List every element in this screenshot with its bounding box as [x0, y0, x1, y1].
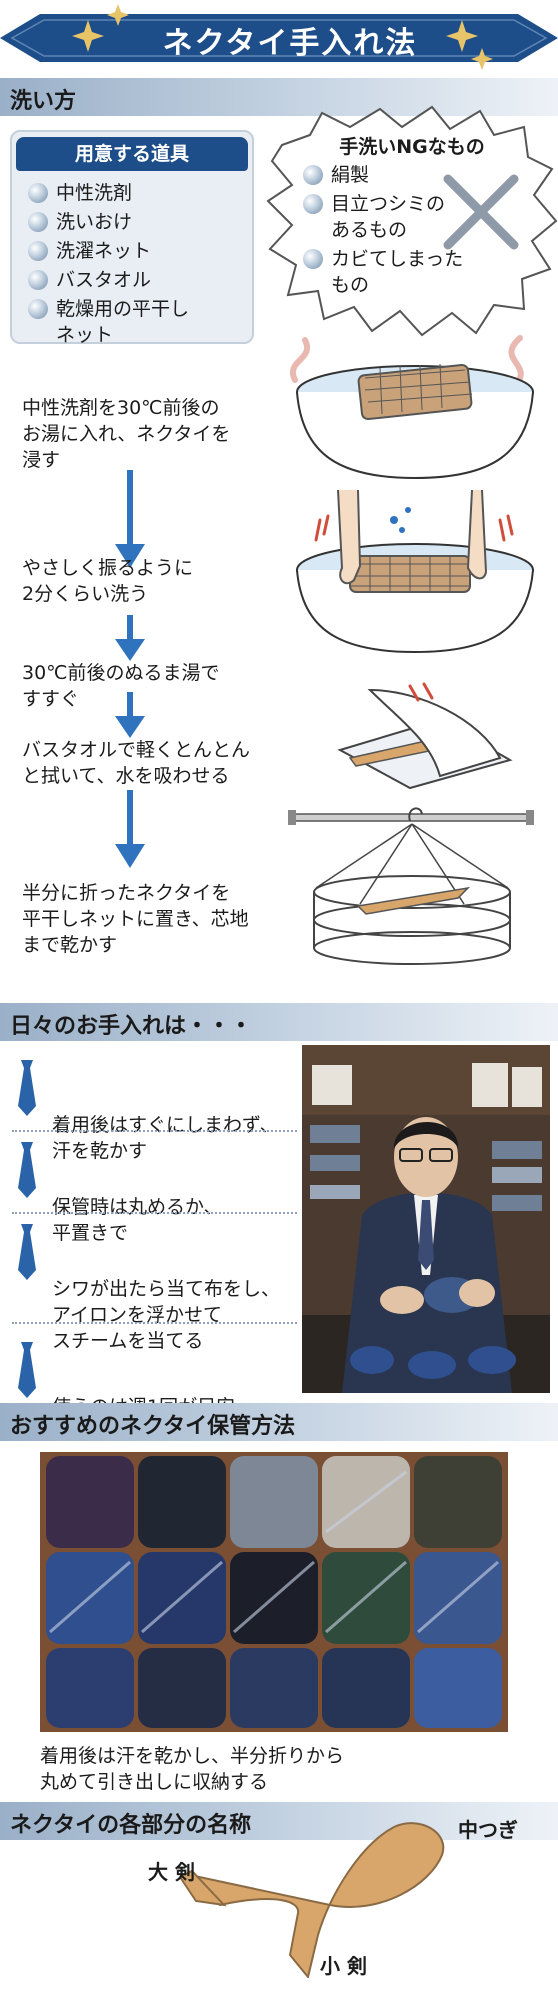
section-title: ネクタイの各部分の名称 — [10, 1813, 252, 1838]
section-header-storage: おすすめのネクタイ保管方法 — [0, 1403, 558, 1441]
net-icon — [357, 363, 473, 421]
hands-wash-illustration — [296, 490, 534, 654]
bullet-icon — [28, 183, 48, 203]
section-title: 洗い方 — [10, 89, 77, 114]
storage-caption: 着用後は汗を乾かし、半分折りから 丸めて引き出しに収納する — [40, 1745, 345, 1793]
label-large-blade: 大 剣 — [148, 1860, 195, 1884]
towel-illustration — [337, 682, 513, 790]
page-title: ネクタイ手入れ法 — [162, 26, 418, 61]
bullet-icon — [303, 194, 323, 214]
arrow-down-icon — [115, 692, 145, 738]
title-banner — [0, 4, 558, 70]
bullet-icon — [28, 299, 48, 319]
bullet-icon — [28, 212, 48, 232]
section-header-parts: ネクタイの各部分の名称 — [0, 1802, 558, 1840]
bullet-icon — [28, 241, 48, 261]
list-item: 乾燥用の平干し ネット — [28, 296, 248, 348]
tools-title: 用意する道具 — [16, 137, 248, 171]
divider — [12, 1212, 297, 1214]
list-item: バスタオル — [28, 267, 248, 293]
section-header-washing: 洗い方 — [0, 78, 558, 116]
label-small-blade: 小 剣 — [320, 1954, 367, 1978]
bullet-icon — [28, 270, 48, 290]
section-header-daily: 日々のお手入れは・・・ — [0, 1003, 558, 1041]
arrow-down-icon — [115, 615, 145, 661]
tools-list: 中性洗剤 洗いおけ 洗濯ネット バスタオル 乾燥用の平干し ネット — [28, 180, 248, 351]
basin-soak-illustration — [296, 363, 534, 480]
necktie-icon — [18, 1142, 36, 1198]
section-title: 日々のお手入れは・・・ — [10, 1014, 253, 1039]
arrow-down-icon — [115, 790, 145, 868]
list-item: 絹製 — [303, 162, 513, 188]
step-5-text: 半分に折ったネクタイを 平干しネットに置き、芯地 まで乾かす — [22, 882, 249, 956]
step-3-text: 30℃前後のぬるま湯で すすぐ — [22, 662, 220, 710]
step-4-text: バスタオルで軽くとんとん と拭いて、水を吸わせる — [22, 739, 251, 787]
step-2-text: やさしく振るように 2分くらい洗う — [22, 557, 194, 605]
daily-tip-3: シワが出たら当て布をし、 アイロンを浮かせて スチームを当てる — [12, 1224, 297, 1354]
necktie-icon — [18, 1342, 36, 1398]
sparkle-icon — [72, 4, 493, 70]
tie-parts-diagram — [180, 1822, 445, 1978]
bullet-icon — [303, 165, 323, 185]
label-middle-loop: 中つぎ — [458, 1818, 518, 1842]
arrow-down-icon — [115, 470, 145, 568]
divider — [12, 1322, 297, 1324]
necktie-icon — [18, 1224, 36, 1280]
ng-list: 絹製 目立つシミの あるもの カビてしまった もの — [303, 162, 513, 301]
photo-shop-clerk — [302, 1045, 550, 1393]
photo-rolled-ties — [40, 1452, 508, 1732]
step-1-text: 中性洗剤を30℃前後の お湯に入れ、ネクタイを 浸す — [22, 397, 231, 471]
divider — [12, 1130, 297, 1132]
tools-box: 用意する道具 中性洗剤 洗いおけ 洗濯ネット バスタオル 乾燥用の平干し ネット — [10, 130, 254, 346]
drying-net-illustration — [288, 807, 534, 965]
bullet-icon — [303, 249, 323, 269]
list-item: カビてしまった もの — [303, 246, 513, 298]
necktie-icon — [18, 1060, 36, 1116]
section-title: おすすめのネクタイ保管方法 — [10, 1414, 296, 1439]
list-item: 洗濯ネット — [28, 238, 248, 264]
ng-title: 手洗いNGなもの — [339, 136, 485, 158]
cross-icon — [443, 174, 519, 250]
list-item: 洗いおけ — [28, 209, 248, 235]
list-item: 中性洗剤 — [28, 180, 248, 206]
ng-burst-shape — [266, 105, 558, 337]
list-item: 目立つシミの あるもの — [303, 191, 513, 243]
